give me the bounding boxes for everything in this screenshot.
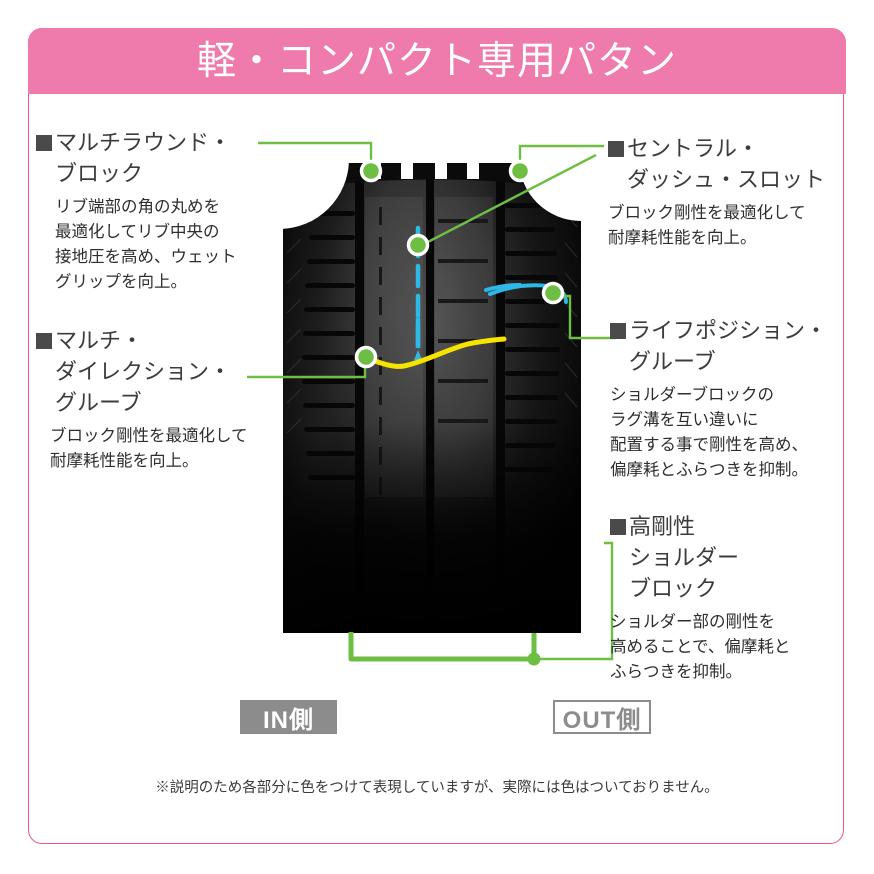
tire-bottom-shadow [283, 423, 581, 633]
annotation-central-dash-slot: セントラル・ ダッシュ・スロット ブロック剛性を最適化して 耐摩耗性能を向上。 [608, 134, 825, 251]
main-groove-3 [496, 163, 505, 633]
annotation-heading: 高剛性 ショルダー ブロック [610, 512, 790, 605]
bullet-square-icon [610, 323, 626, 339]
bullet-square-icon [36, 135, 52, 151]
badge-out-side: OUT側 [553, 700, 651, 734]
annotation-body: ショルダーブロックの ラグ溝を互い違いに 配置する事で剛性を高め、 偏摩耗とふら… [610, 386, 808, 479]
annotation-heading: マルチラウンド・ ブロック [36, 128, 237, 190]
badge-in-side: IN側 [240, 700, 337, 734]
page-title: 軽・コンパクト専用パタン [196, 38, 677, 84]
annotation-body: ブロック剛性を最適化して 耐摩耗性能を向上。 [50, 427, 248, 470]
tire-tread-photo [283, 163, 581, 633]
bullet-square-icon [36, 333, 52, 349]
footer-note: ※説明のため各部分に色をつけて表現していますが、実際には色はついておりません。 [155, 780, 719, 796]
annotation-heading: ライフポジション・ グルーブ [610, 316, 827, 378]
annotation-life-position-groove: ライフポジション・ グルーブ ショルダーブロックの ラグ溝を互い違いに 配置する… [610, 316, 827, 483]
annotation-body: ショルダー部の剛性を 高めることで、偏摩耗と ふらつきを抑制。 [610, 613, 791, 681]
main-groove-2 [426, 163, 434, 633]
annotation-multi-direction-groove: マルチ・ ダイレクション・ グルーブ ブロック剛性を最適化して 耐摩耗性能を向上… [36, 326, 248, 474]
header-banner: 軽・コンパクト専用パタン [28, 28, 846, 94]
annotation-heading: マルチ・ ダイレクション・ グルーブ [36, 326, 248, 419]
annotation-body: リブ端部の角の丸めを 最適化してリブ中央の 接地圧を高め、ウェット グリップを向… [55, 198, 237, 291]
annotation-body: ブロック剛性を最適化して 耐摩耗性能を向上。 [608, 204, 806, 247]
annotation-high-rigidity-shoulder-block: 高剛性 ショルダー ブロック ショルダー部の剛性を 高めることで、偏摩耗と ふら… [610, 512, 790, 685]
bullet-square-icon [610, 519, 626, 535]
annotation-heading: セントラル・ ダッシュ・スロット [608, 134, 825, 196]
annotation-multi-round-block: マルチラウンド・ ブロック リブ端部の角の丸めを 最適化してリブ中央の 接地圧を… [36, 128, 237, 295]
main-groove-1 [355, 163, 364, 633]
bullet-square-icon [608, 141, 624, 157]
